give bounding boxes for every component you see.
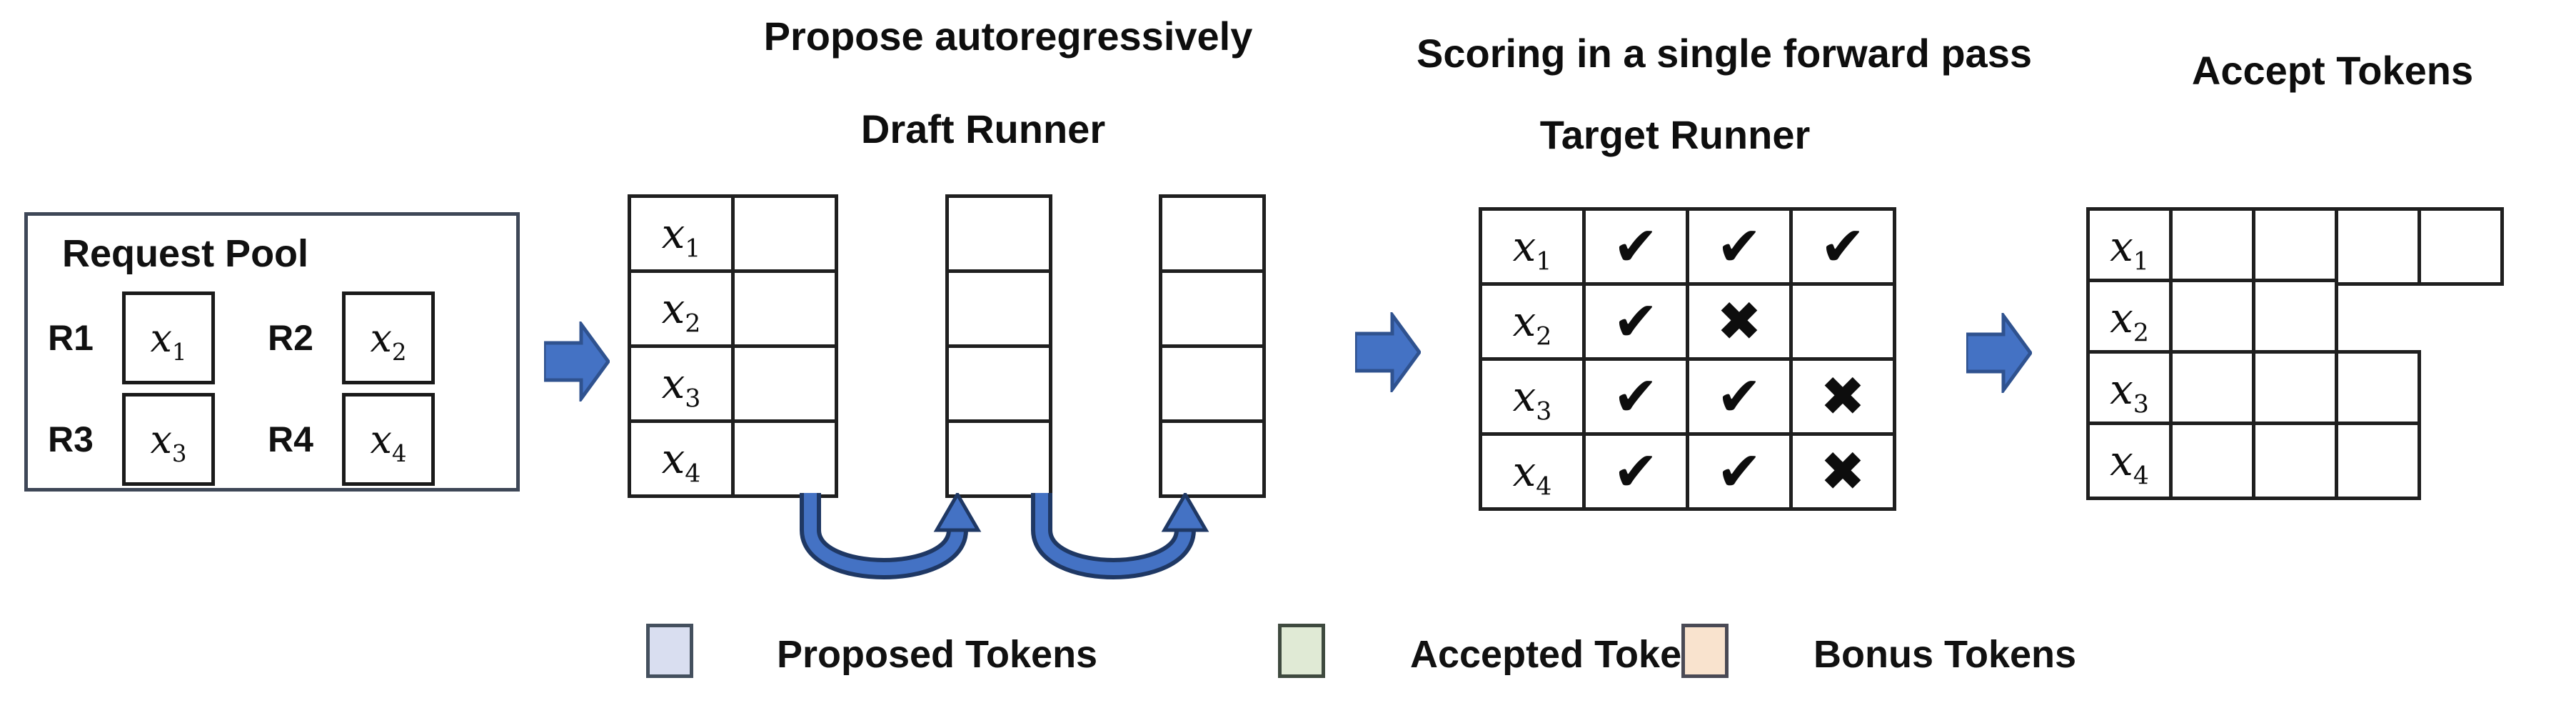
accept-token-cell bbox=[2169, 350, 2255, 429]
target-row-label: x4 bbox=[1479, 432, 1586, 511]
target-score-cell: ✔ bbox=[1582, 357, 1689, 436]
accept-row-label: x1 bbox=[2086, 207, 2173, 286]
accept-row-4: x4 bbox=[2086, 422, 2421, 500]
draft-proposed-cell bbox=[945, 269, 1052, 348]
token-x2: x2 bbox=[370, 315, 407, 366]
accept-token-cell bbox=[2252, 422, 2338, 500]
legend-swatch-proposed bbox=[646, 624, 693, 678]
draft-table-main: x1 x2 x3 x4 bbox=[628, 194, 838, 498]
token-x1: x1 bbox=[150, 315, 187, 366]
accept-row-2: x2 bbox=[2086, 279, 2338, 357]
flow-arrow-pool-to-draft bbox=[544, 321, 610, 402]
request-token-box-r4: x4 bbox=[342, 393, 435, 486]
target-row-label: x3 bbox=[1479, 357, 1586, 436]
accept-token-cell bbox=[2417, 207, 2504, 286]
accept-token-cell bbox=[2335, 422, 2421, 500]
draft-proposed-cell bbox=[731, 269, 838, 348]
flow-arrow-draft-to-target bbox=[1355, 312, 1421, 392]
target-score-cell: ✔ bbox=[1686, 207, 1793, 286]
accept-token-cell bbox=[2252, 207, 2338, 286]
draft-proposed-cell bbox=[731, 344, 838, 423]
accept-token-cell bbox=[2252, 350, 2338, 429]
draft-row-label: x3 bbox=[628, 344, 735, 423]
draft-proposed-cell bbox=[1159, 269, 1266, 348]
target-score-cell: ✔ bbox=[1686, 357, 1793, 436]
title-draft-runner: Draft Runner bbox=[860, 106, 1106, 151]
title-accept-tokens: Accept Tokens bbox=[2191, 48, 2474, 93]
loop-arrow-2 bbox=[1031, 493, 1209, 579]
request-id-r3: R3 bbox=[48, 419, 94, 459]
autoregressive-loop-arrows bbox=[800, 493, 1209, 579]
target-score-cell: ✔ bbox=[1686, 432, 1793, 511]
flow-arrow-target-to-accept bbox=[1966, 313, 2032, 393]
accept-row-label: x4 bbox=[2086, 422, 2173, 500]
title-propose-autoregressively: Propose autoregressively bbox=[763, 14, 1253, 59]
accept-row-label: x3 bbox=[2086, 350, 2173, 429]
request-pool-box: Request Pool R1 x1 R2 x2 R3 x3 R4 x4 bbox=[24, 212, 520, 492]
legend-label-bonus: Bonus Tokens bbox=[1813, 633, 2077, 676]
title-target-runner: Target Runner bbox=[1539, 112, 1811, 157]
accept-token-cell bbox=[2169, 422, 2255, 500]
request-id-r4: R4 bbox=[268, 419, 313, 459]
draft-proposed-cell bbox=[945, 194, 1052, 273]
request-token-box-r2: x2 bbox=[342, 291, 435, 384]
legend-label-proposed: Proposed Tokens bbox=[777, 633, 1098, 676]
accept-row-1: x1 bbox=[2086, 207, 2504, 286]
loop-arrow-1 bbox=[800, 493, 982, 579]
draft-proposed-cell bbox=[945, 344, 1052, 423]
target-score-cell bbox=[1789, 282, 1896, 361]
accept-row-3: x3 bbox=[2086, 350, 2421, 429]
target-score-cell: ✖ bbox=[1789, 432, 1896, 511]
draft-proposal-column-2 bbox=[945, 194, 1052, 498]
request-pool-title: Request Pool bbox=[62, 232, 309, 275]
draft-row-label: x2 bbox=[628, 269, 735, 348]
target-table: x1 ✔ ✔ ✔ x2 ✔ ✖ x3 ✔ ✔ ✖ x4 ✔ ✔ ✖ bbox=[1479, 207, 1896, 511]
accept-token-cell bbox=[2252, 279, 2338, 357]
target-score-cell: ✔ bbox=[1582, 432, 1689, 511]
draft-proposed-cell bbox=[1159, 419, 1266, 498]
legend-swatch-bonus bbox=[1681, 624, 1729, 678]
target-score-cell: ✔ bbox=[1582, 282, 1689, 361]
target-row-label: x2 bbox=[1479, 282, 1586, 361]
draft-proposed-cell bbox=[731, 419, 838, 498]
draft-proposed-cell bbox=[945, 419, 1052, 498]
request-pool-grid: R1 x1 R2 x2 R3 x3 R4 x4 bbox=[48, 287, 488, 490]
draft-proposed-cell bbox=[731, 194, 838, 273]
accept-row-label: x2 bbox=[2086, 279, 2173, 357]
request-id-r2: R2 bbox=[268, 318, 313, 358]
token-x3: x3 bbox=[150, 417, 187, 467]
token-x4: x4 bbox=[370, 417, 407, 467]
accept-token-cell bbox=[2335, 207, 2421, 286]
accept-token-cell bbox=[2169, 279, 2255, 357]
draft-row-label: x1 bbox=[628, 194, 735, 273]
request-id-r1: R1 bbox=[48, 318, 94, 358]
draft-proposed-cell bbox=[1159, 344, 1266, 423]
target-score-cell: ✔ bbox=[1789, 207, 1896, 286]
target-row-label: x1 bbox=[1479, 207, 1586, 286]
accept-token-cell bbox=[2335, 350, 2421, 429]
target-score-cell: ✖ bbox=[1686, 282, 1793, 361]
request-token-box-r1: x1 bbox=[122, 291, 215, 384]
target-score-cell: ✔ bbox=[1582, 207, 1689, 286]
target-score-cell: ✖ bbox=[1789, 357, 1896, 436]
draft-proposal-column-3 bbox=[1159, 194, 1266, 498]
legend-swatch-accepted bbox=[1278, 624, 1325, 678]
title-scoring-single-forward-pass: Scoring in a single forward pass bbox=[1417, 31, 2032, 76]
accept-token-cell bbox=[2169, 207, 2255, 286]
draft-row-label: x4 bbox=[628, 419, 735, 498]
request-token-box-r3: x3 bbox=[122, 393, 215, 486]
draft-proposed-cell bbox=[1159, 194, 1266, 273]
legend-label-accepted: Accepted Tokens bbox=[1410, 633, 1727, 676]
